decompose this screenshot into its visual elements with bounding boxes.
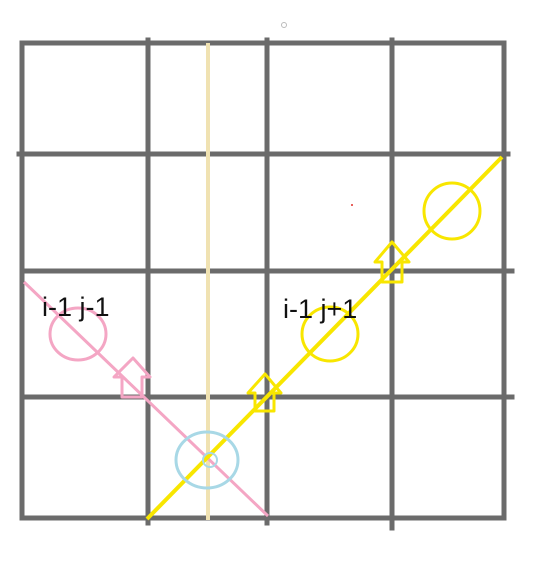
yellow-circle-top	[422, 181, 482, 241]
pink-circle	[48, 306, 108, 362]
yellow-arrow-upper-icon	[373, 240, 411, 284]
blue-circle	[174, 430, 240, 490]
yellow-diagonal-line	[145, 155, 504, 521]
label-i-minus-1-j-plus-1: i-1 j+1	[283, 294, 358, 324]
yellow-arrow-lower-icon	[246, 372, 283, 413]
grid-lines	[16, 37, 515, 531]
grid-border	[19, 40, 507, 521]
yellow-circle-middle	[300, 305, 360, 363]
red-speck	[351, 204, 353, 206]
pink-diagonal-line	[22, 280, 270, 518]
blue-inner-circle	[202, 452, 218, 468]
label-i-minus-1-j-minus-1: i-1 j-1	[42, 292, 110, 322]
pink-arrow-icon	[112, 356, 152, 399]
stray-dot	[281, 22, 287, 28]
